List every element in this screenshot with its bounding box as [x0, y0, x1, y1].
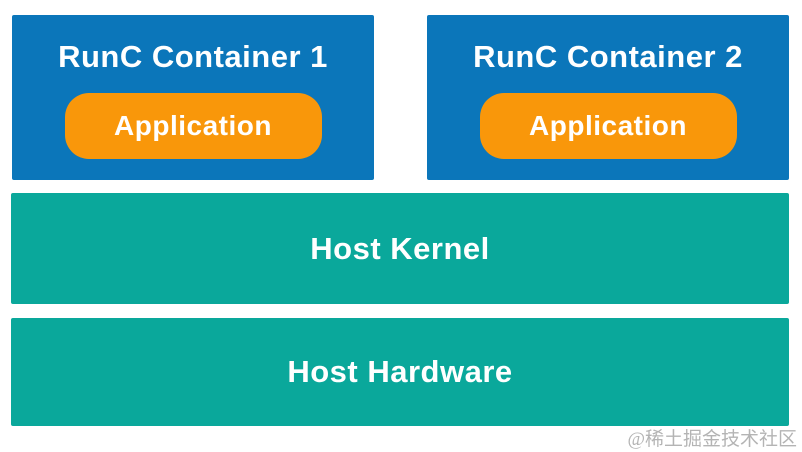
runc-container-1-box: RunC Container 1 Application	[12, 15, 374, 180]
application-label-1: Application	[114, 110, 272, 141]
application-label-2: Application	[529, 110, 687, 141]
host-kernel-layer: Host Kernel	[11, 193, 789, 304]
host-hardware-label: Host Hardware	[287, 354, 513, 389]
runc-container-2-box: RunC Container 2 Application	[427, 15, 789, 180]
watermark: @稀土掘金技术社区	[627, 429, 798, 450]
application-pill-1: Application	[64, 93, 322, 159]
application-pill-2: Application	[479, 93, 737, 159]
host-hardware-layer: Host Hardware	[11, 318, 789, 426]
runc-container-2-title: RunC Container 2	[473, 39, 743, 74]
runc-container-1-title: RunC Container 1	[58, 39, 328, 74]
host-kernel-label: Host Kernel	[310, 230, 490, 266]
